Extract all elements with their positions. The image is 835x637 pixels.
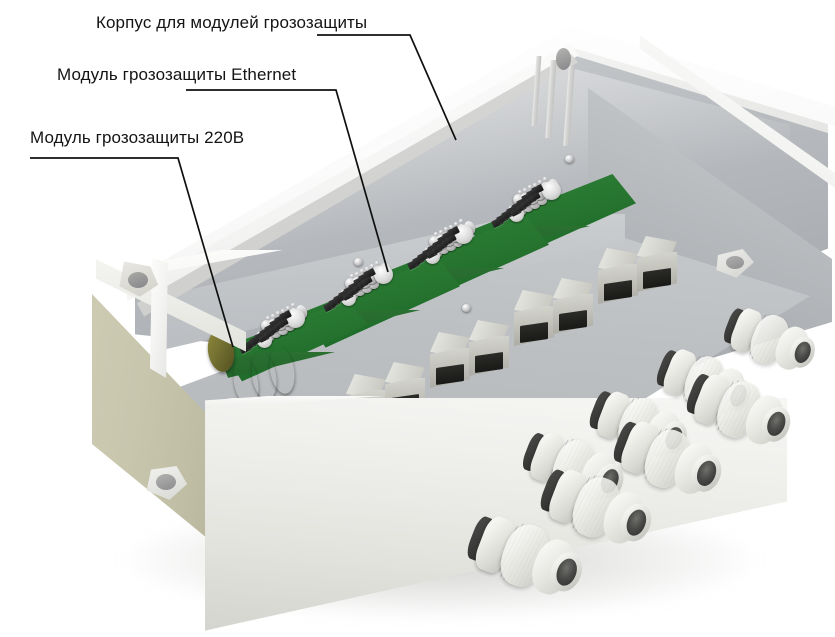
solder-pad bbox=[538, 180, 543, 184]
solder-pad bbox=[518, 190, 523, 195]
toroidal-choke bbox=[286, 308, 306, 328]
solder-pad bbox=[434, 232, 439, 237]
solder-pad bbox=[444, 227, 449, 232]
solder-pad bbox=[449, 224, 454, 229]
rj45-jack bbox=[469, 320, 509, 378]
rj45-jack bbox=[514, 290, 554, 348]
solder-pad bbox=[459, 219, 464, 224]
toroidal-choke bbox=[542, 180, 562, 200]
solder-pad bbox=[281, 308, 286, 313]
mounting-boss-hole bbox=[156, 474, 176, 490]
toroidal-choke bbox=[454, 224, 474, 244]
solder-pad bbox=[286, 306, 291, 310]
callout-label-220v-module: Модуль грозозащиты 220В bbox=[30, 128, 245, 147]
solder-pad bbox=[533, 182, 538, 187]
mounting-boss-hole bbox=[556, 48, 571, 70]
rj45-jack bbox=[637, 236, 677, 294]
rj45-jack bbox=[553, 278, 593, 336]
solder-pad bbox=[355, 271, 360, 276]
solder-pad bbox=[350, 274, 355, 279]
solder-pad bbox=[439, 229, 444, 234]
solder-pad bbox=[271, 313, 276, 318]
solder-pad bbox=[276, 311, 281, 316]
callout-label-enclosure: Корпус для модулей грозозащиты bbox=[96, 13, 368, 32]
callout-label-ethernet-module: Модуль грозозащиты Ethernet bbox=[57, 65, 297, 84]
solder-pad bbox=[266, 316, 271, 321]
rj45-jack bbox=[598, 248, 638, 306]
rj45-jack bbox=[430, 332, 470, 390]
solder-pad bbox=[454, 222, 459, 226]
solder-pad bbox=[523, 187, 528, 192]
solder-pad bbox=[291, 303, 296, 308]
solder-pad bbox=[528, 185, 533, 190]
enclosure-screw bbox=[565, 155, 574, 163]
solder-pad bbox=[543, 177, 548, 182]
enclosure-screw bbox=[462, 304, 471, 312]
mounting-boss-hole bbox=[726, 256, 744, 269]
